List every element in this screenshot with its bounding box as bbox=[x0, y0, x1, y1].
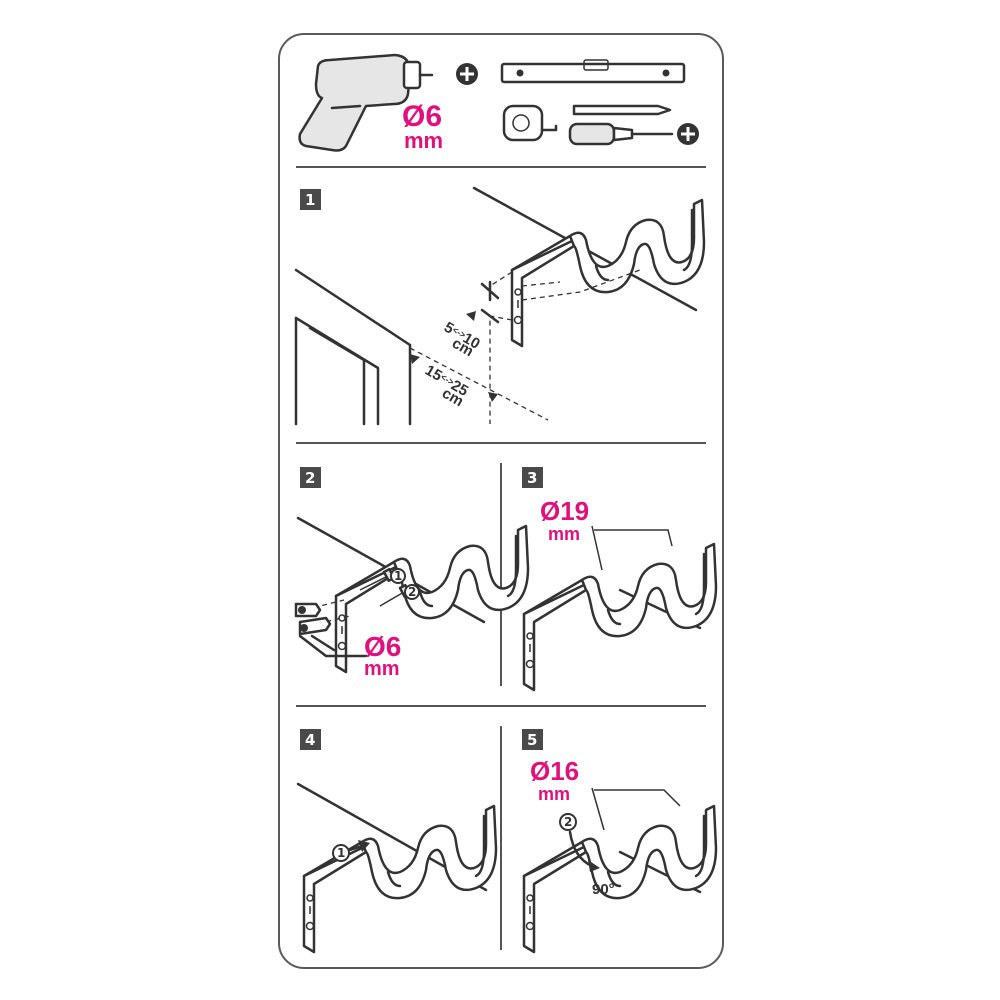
drill-icon bbox=[298, 53, 434, 152]
wall-plug-icon bbox=[294, 602, 322, 618]
window-frame bbox=[294, 316, 380, 426]
step-1: 1 5<->10 cm 15<->25 cm bbox=[294, 186, 706, 426]
window-top-edge bbox=[294, 268, 412, 347]
bracket bbox=[302, 804, 498, 954]
callout-1: 1 bbox=[332, 844, 350, 862]
rod-unit: mm bbox=[538, 784, 570, 804]
callout-1: 1 bbox=[390, 568, 406, 584]
callout-2: 2 bbox=[404, 584, 420, 600]
leader-line bbox=[591, 525, 673, 571]
leader-line bbox=[298, 634, 368, 658]
step-5-badge: 5 bbox=[522, 729, 543, 750]
hole-unit: mm bbox=[364, 658, 400, 680]
bracket bbox=[522, 542, 718, 692]
plus-icon bbox=[456, 63, 478, 85]
svg-text:4: 4 bbox=[305, 731, 315, 749]
rod-unit: mm bbox=[548, 524, 580, 544]
rod-size: Ø16 bbox=[530, 756, 579, 786]
step-5: 5 Ø16 mm 2 90° bbox=[522, 729, 718, 954]
tape-measure-icon bbox=[502, 104, 558, 142]
wall-plug-icon bbox=[298, 616, 332, 636]
step-2-badge: 2 bbox=[300, 467, 321, 488]
svg-text:5: 5 bbox=[527, 731, 537, 749]
svg-text:2: 2 bbox=[305, 469, 315, 487]
arrow-icon bbox=[348, 840, 370, 852]
screwdriver-icon bbox=[568, 122, 674, 146]
plus-icon bbox=[677, 123, 699, 145]
step-1-badge: 1 bbox=[300, 189, 321, 210]
step-2: 2 1 2 Ø6 mm bbox=[294, 467, 530, 680]
step-3-badge: 3 bbox=[522, 467, 543, 488]
window-distance-label: 15<->25 cm bbox=[410, 354, 498, 410]
tools-header: Ø6 mm bbox=[298, 53, 699, 153]
pencil-icon bbox=[572, 104, 672, 116]
svg-text:2: 2 bbox=[408, 585, 416, 599]
hole-size: Ø6 bbox=[364, 631, 401, 662]
bracket bbox=[510, 198, 706, 348]
svg-text:3: 3 bbox=[527, 469, 537, 487]
svg-text:1: 1 bbox=[394, 569, 402, 583]
leader-line bbox=[591, 787, 681, 831]
step-4-badge: 4 bbox=[300, 729, 321, 750]
rotate-arrow-icon bbox=[568, 830, 600, 872]
rod-size: Ø19 bbox=[540, 496, 589, 526]
drill-bit-unit: mm bbox=[404, 128, 443, 153]
svg-text:2: 2 bbox=[564, 815, 572, 829]
bracket bbox=[522, 804, 718, 954]
svg-text:1: 1 bbox=[305, 191, 315, 209]
rotation-label: 90° bbox=[592, 881, 615, 898]
drill-bit-size: Ø6 bbox=[402, 100, 442, 133]
step-3: 3 Ø19 mm bbox=[522, 467, 718, 692]
step-4: 4 1 bbox=[296, 729, 498, 954]
spirit-level-icon bbox=[500, 59, 686, 84]
callout-2: 2 bbox=[559, 813, 577, 831]
svg-text:1: 1 bbox=[337, 846, 345, 860]
edge-distance-label: 5<->10 cm bbox=[441, 311, 483, 360]
